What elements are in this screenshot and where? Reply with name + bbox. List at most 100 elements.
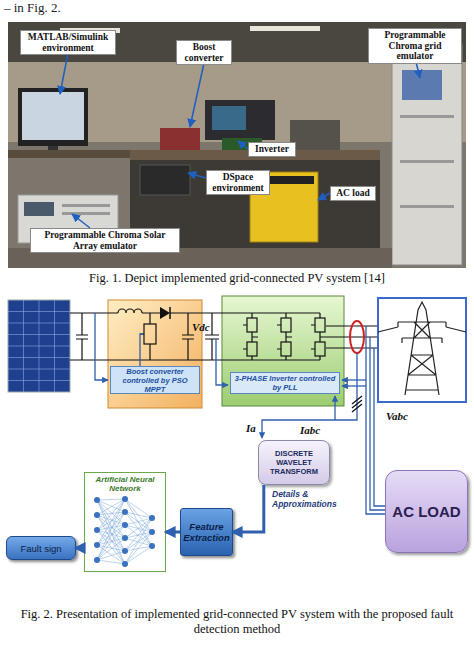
signal-line: [262, 353, 357, 438]
circuit-wire: [281, 318, 291, 332]
photo-callout: AC load: [330, 186, 376, 201]
flow-arrow: [166, 531, 180, 534]
signal-line: [342, 385, 366, 386]
lab-photo: [24, 202, 54, 216]
photo-callout: Boost converter: [176, 40, 232, 65]
circuit-wire: [70, 309, 378, 360]
node-text: Fault sign: [20, 543, 61, 554]
lab-photo: [160, 128, 200, 150]
figure-caption: Fig. 2. Presentation of implemented grid…: [0, 607, 474, 637]
lab-photo: [62, 204, 110, 207]
flow-arrow: [76, 547, 84, 550]
signal-line: [140, 334, 143, 366]
neural-network-drawing: [97, 499, 152, 564]
lab-photo: [8, 150, 130, 158]
circuit-wire: [70, 312, 320, 313]
lab-photo: [18, 88, 88, 146]
circuit-wire: [315, 342, 325, 356]
grid-tower: [378, 298, 466, 402]
diode-symbol: [169, 307, 171, 319]
circuit-wire: [182, 313, 194, 360]
lab-photo: [402, 70, 442, 100]
signal-line: [352, 396, 362, 412]
leader-line: [238, 141, 248, 149]
lab-photo: [212, 106, 246, 130]
current-sensor: [350, 321, 364, 353]
circuit-wire: [140, 313, 150, 360]
lab-photo: [22, 92, 84, 140]
lab-photo: [8, 22, 466, 268]
controller-box: 3-PHASE Inverter controlled by PLL: [230, 372, 340, 394]
photo-callout: DSpace environment: [206, 170, 270, 195]
neural-network-drawing: [94, 496, 155, 567]
signal-name: Iabc: [300, 424, 320, 436]
circuit-wire: [76, 313, 88, 360]
signal-line: [342, 379, 366, 380]
lab-photo: [205, 100, 275, 140]
leader-line: [190, 63, 204, 127]
lab-photo: [8, 22, 466, 268]
controller-box: Boost converter controlled by PSO MPPT: [110, 366, 200, 394]
neural-network-drawing: [122, 548, 128, 554]
neural-network-drawing: [149, 515, 155, 521]
neural-network-drawing: [94, 542, 100, 548]
signal-name: Vdc: [192, 321, 210, 333]
leader-line: [60, 53, 420, 228]
solar-panel: [8, 300, 70, 392]
circuit-wire: [247, 342, 257, 356]
leader-line: [318, 193, 330, 200]
edge-label: Details & Approximations: [272, 489, 344, 509]
signal-line: [366, 326, 385, 514]
load-box: AC LOAD: [385, 470, 468, 553]
neural-network-drawing: [122, 522, 128, 528]
leader-line: [188, 173, 206, 178]
flow-arrow: [233, 485, 264, 532]
leader-line: [72, 214, 90, 228]
lab-photo: [62, 212, 110, 215]
node-text: DISCRETE WAVELET TRANSFORM: [261, 449, 327, 476]
signal-line: [334, 396, 335, 420]
signal-name: Ia: [246, 422, 256, 434]
photo-callout: Inverter: [248, 142, 296, 157]
network-box: Artificial Neural Network: [84, 472, 166, 572]
circuit-wire: [144, 324, 156, 344]
neural-network-drawing: [122, 561, 128, 567]
photo-callout: Programmable Chroma grid emulator: [368, 28, 462, 64]
lab-photo: [250, 26, 320, 31]
circuit-wire: [118, 309, 142, 313]
lab-photo: [400, 205, 454, 208]
neural-network-drawing: [94, 557, 100, 563]
lab-photo: [140, 165, 190, 195]
signal-line: [216, 339, 228, 385]
figure-caption: Fig. 1. Depict implemented grid-connecte…: [0, 271, 474, 286]
text-fragment: – in Fig. 2.: [4, 0, 61, 15]
lab-photo: [392, 45, 462, 265]
grid-tower: [378, 298, 466, 402]
circuit-wire: [205, 313, 219, 360]
lab-photo: [290, 120, 340, 150]
boost-region: [108, 300, 202, 408]
node-text: Boost converter controlled by PSO MPPT: [113, 367, 197, 394]
diode-symbol: [160, 307, 170, 319]
node-text: 3-PHASE Inverter controlled by PLL: [233, 374, 337, 392]
current-sensor: [350, 321, 364, 353]
neural-network-drawing: [149, 543, 155, 549]
leader-line: [60, 53, 68, 94]
lab-photo: [400, 160, 454, 163]
signal-line: [95, 313, 108, 380]
node-text: Feature Extraction: [183, 521, 230, 543]
neural-network-drawing: [94, 512, 100, 518]
lab-photo: [400, 115, 454, 118]
circuit-wire: [247, 318, 257, 332]
node-text: Artificial Neural Network: [87, 475, 163, 493]
signal-name: Vabc: [386, 410, 408, 422]
neural-network-drawing: [94, 527, 100, 533]
grid-tower: [378, 302, 466, 395]
neural-network-drawing: [122, 509, 128, 515]
neural-network-drawing: [94, 497, 100, 503]
circuit-wire: [252, 336, 326, 337]
neural-network-drawing: [122, 496, 128, 502]
output-box: Fault sign: [6, 536, 76, 560]
